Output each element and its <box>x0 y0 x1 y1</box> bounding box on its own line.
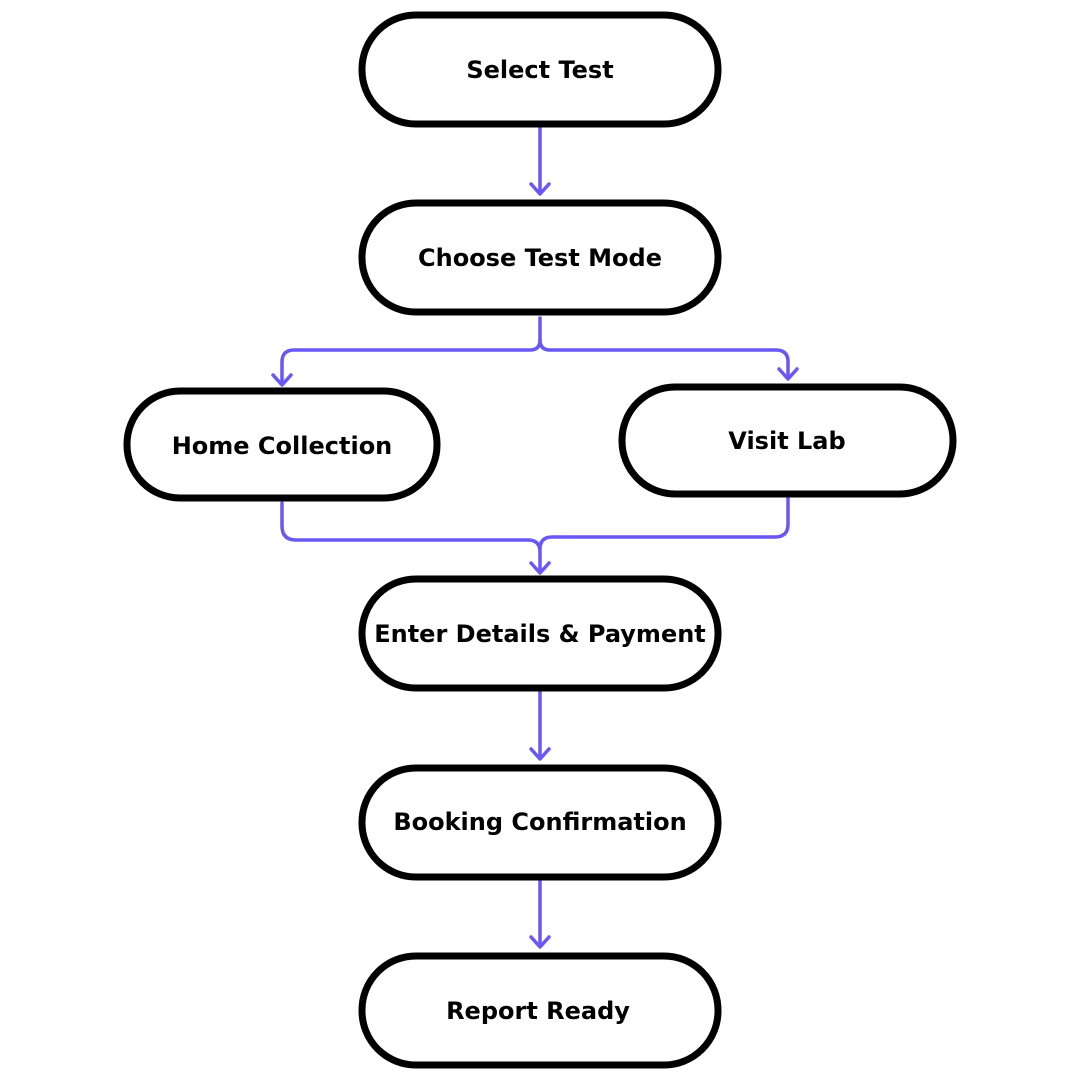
connector-home-to-enter <box>280 501 542 573</box>
node-visit-lab: Visit Lab <box>618 383 957 498</box>
node-visit-lab-box <box>618 383 957 498</box>
node-booking-confirmation: Booking Confirmation <box>358 764 722 881</box>
node-home-collection: Home Collection <box>123 387 441 502</box>
connector-choose-to-home <box>280 316 542 386</box>
arrowhead-enter-details <box>529 561 551 575</box>
node-home-collection-label: Home Collection <box>172 432 393 460</box>
arrowhead-visit-lab <box>777 367 799 381</box>
node-select-test-box <box>358 11 722 128</box>
connectors <box>271 126 799 949</box>
node-visit-lab-label: Visit Lab <box>728 427 845 455</box>
arrowhead-report-ready <box>529 935 551 949</box>
node-enter-details-payment-box <box>358 575 722 692</box>
node-enter-details-payment: Enter Details & Payment <box>358 575 722 692</box>
connector-choose-to-visit <box>538 338 790 380</box>
node-enter-details-payment-label: Enter Details & Payment <box>374 620 706 648</box>
node-select-test: Select Test <box>358 11 722 128</box>
node-choose-test-mode-box <box>358 199 722 316</box>
node-select-test-label: Select Test <box>466 56 613 84</box>
connector-visit-to-enter <box>538 496 790 551</box>
node-report-ready-box <box>358 952 722 1069</box>
node-choose-test-mode: Choose Test Mode <box>358 199 722 316</box>
arrowhead-booking-confirmation <box>529 747 551 761</box>
arrowhead-home-collection <box>271 373 293 387</box>
node-booking-confirmation-label: Booking Confirmation <box>393 808 686 836</box>
node-booking-confirmation-box <box>358 764 722 881</box>
node-report-ready-label: Report Ready <box>446 997 630 1025</box>
arrowhead-choose-mode <box>529 182 551 196</box>
node-report-ready: Report Ready <box>358 952 722 1069</box>
node-choose-test-mode-label: Choose Test Mode <box>418 244 662 272</box>
node-home-collection-box <box>123 387 441 502</box>
